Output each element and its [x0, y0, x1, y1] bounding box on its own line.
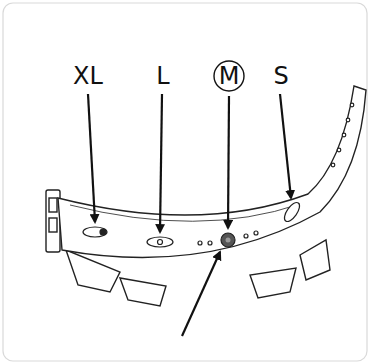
clip	[120, 278, 166, 306]
pointer-arrow	[160, 94, 162, 232]
xl-slot	[83, 227, 107, 237]
circle-outline	[214, 61, 244, 91]
hole	[331, 163, 335, 167]
pointer-arrow	[88, 94, 95, 222]
size-label: L	[156, 64, 169, 88]
m-pin	[221, 233, 235, 247]
hole	[342, 133, 346, 137]
rivet	[100, 229, 106, 235]
l-slot	[147, 237, 173, 247]
size-label: XL	[73, 64, 103, 88]
size-label: S	[273, 64, 288, 88]
pointer-arrow	[182, 252, 220, 336]
size-label: M	[219, 64, 240, 88]
pointer-arrow	[228, 96, 229, 228]
hole	[244, 234, 248, 238]
hole	[337, 148, 341, 152]
hole	[346, 118, 350, 122]
slot	[49, 198, 57, 212]
slot-notch	[158, 240, 163, 245]
m-pin-center	[226, 238, 231, 243]
selected-size-circle: M	[213, 60, 245, 92]
hole	[350, 103, 354, 107]
slot	[49, 218, 57, 232]
strap-edge	[70, 204, 300, 221]
pointer-arrow	[280, 94, 291, 198]
frame	[3, 3, 367, 361]
hole	[208, 241, 212, 245]
hole	[198, 241, 202, 245]
adjust-strap	[58, 86, 366, 258]
hole	[254, 231, 258, 235]
clip	[250, 268, 296, 298]
s-slot	[282, 200, 303, 224]
clip	[300, 240, 330, 280]
